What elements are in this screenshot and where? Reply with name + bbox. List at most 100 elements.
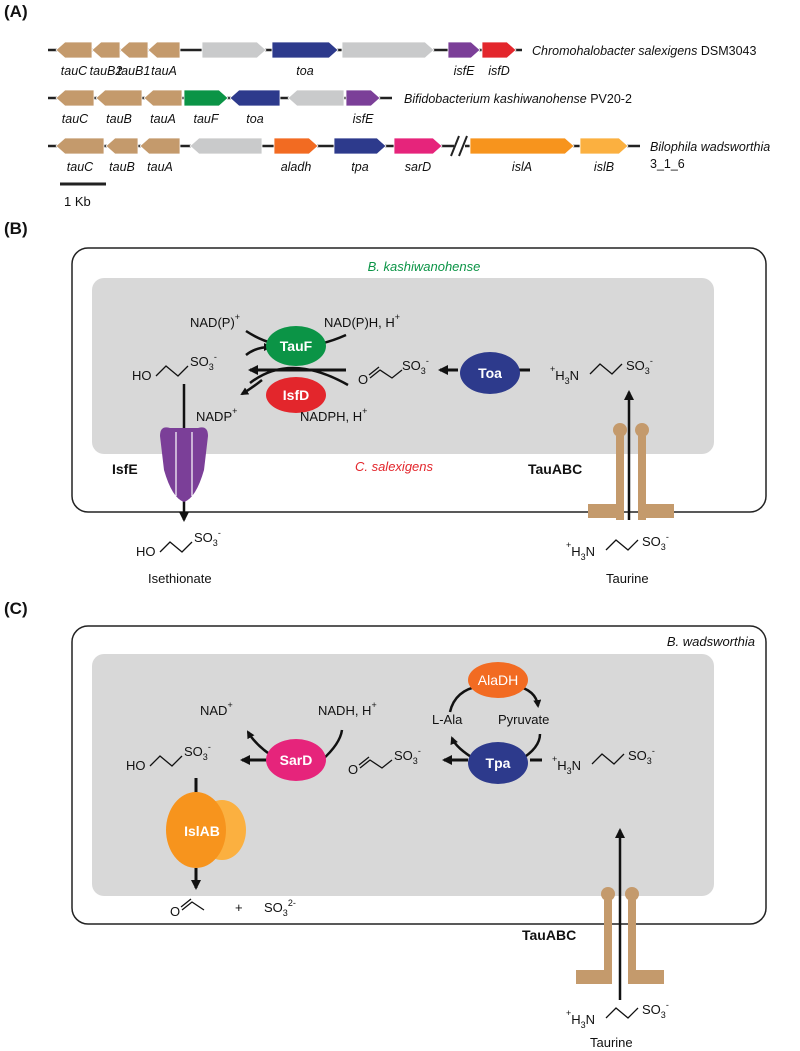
nadp-label: NADP+ [196,406,237,424]
acetaldehyde-molecule: O [170,898,205,919]
gene-label-islA: islA [512,160,532,174]
gene-arrow-aladh [273,137,319,155]
organism-c-salexigens-label: C. salexigens [355,459,434,474]
gene-arrow-hypothetical [189,137,263,155]
gene-label-tauA: tauA [150,112,176,126]
svg-text:O: O [170,904,180,919]
svg-text:SO3-: SO3- [394,746,421,766]
isfe-transporter-icon [160,427,208,502]
svg-text:+H3N: +H3N [550,364,579,386]
svg-text:SO3-: SO3- [628,746,655,766]
gene-arrow-tauF [183,89,229,107]
gene-arrow-tauB [95,89,143,107]
svg-text:SO3-: SO3- [184,742,211,762]
gene-arrow-tauB [105,137,139,155]
gene-arrow-islA [469,137,575,155]
gene-label-tauA: tauA [151,64,177,78]
gene-arrow-tauA [139,137,181,155]
nadh-label: NADH, H+ [318,700,377,718]
organism-b-wadsworthia-label: B. wadsworthia [667,634,755,649]
gene-arrow-toa [271,41,339,59]
sard-label: SarD [280,752,313,768]
svg-text:SO3-: SO3- [626,356,653,376]
svg-text:SO3-: SO3- [190,352,217,372]
gene-arrow-tauB2 [91,41,121,59]
scale-bar-label: 1 Kb [64,194,91,209]
gene-arrow-hypothetical [201,41,267,59]
gene-label-tauA: tauA [147,160,173,174]
plus-sign: + [235,900,243,915]
tauabc-transporter-b-icon [588,423,674,520]
nadph-label: NAD(P)H, H+ [324,312,400,330]
svg-text:SO3-: SO3- [642,532,669,552]
isethionate-label: Isethionate [148,571,212,586]
organism-b-kashiwanohense-label: B. kashiwanohense [368,259,481,274]
isfd-label: IsfD [283,387,309,403]
taurine-molecule-outside-c: +H3N SO3- [566,1000,669,1030]
organism-b-wadsworthia-strain: 3_1_6 [650,157,685,171]
nadph-h-label: NADPH, H+ [300,406,367,424]
organism-c-salexigens: Chromohalobacter salexigens DSM3043 [532,44,756,58]
taurine-molecule-outside-b: +H3N SO3- [566,532,669,562]
svg-text:O: O [358,372,368,387]
aladh-label: AlaDH [478,672,518,688]
gene-arrow-tauA [147,41,181,59]
gene-label-toa: toa [246,112,263,126]
gene-arrow-tauA [143,89,183,107]
gene-label-islB: islB [594,160,614,174]
gene-arrow-tauB1 [119,41,149,59]
l-ala-label: L-Ala [432,712,463,727]
gene-arrow-tpa [333,137,387,155]
cytoplasm [92,278,714,454]
islab-label: IslAB [184,823,220,839]
svg-text:HO: HO [126,758,146,773]
gene-label-tauC: tauC [61,64,88,78]
pyruvate-label: Pyruvate [498,712,549,727]
svg-text:HO: HO [136,544,156,559]
svg-text:O: O [348,762,358,777]
gene-label-tauB1: tauB1 [118,64,151,78]
gene-label-isfE: isfE [454,64,476,78]
toa-label: Toa [478,365,502,381]
panel-label-a: (A) [4,2,28,21]
gene-arrow-isfD [481,41,517,59]
gene-arrow-islB [579,137,629,155]
gene-label-tauB: tauB [109,160,135,174]
gene-label-toa: toa [296,64,313,78]
svg-text:SO3-: SO3- [642,1000,669,1020]
gene-arrow-isfE [447,41,481,59]
sard-enzyme [266,739,326,781]
isfd-cofactor-arc [249,366,349,387]
isethionate-molecule-outside: HO SO3- [136,528,221,559]
gene-label-tauF: tauF [193,112,219,126]
taurine-label-b: Taurine [606,571,649,586]
gene-label-isfE: isfE [353,112,375,126]
nad-label: NAD+ [200,700,233,718]
sulfite-label: SO32- [264,898,296,918]
taurine-label-c: Taurine [590,1035,633,1050]
isla-subunit [166,792,226,868]
sulfoacetaldehyde-molecule-c: O SO3- [348,746,421,777]
gene-arrow-isfE [345,89,381,107]
sulfoacetaldehyde-molecule: O SO3- [358,356,429,387]
tauabc-label-b: TauABC [528,461,582,477]
break-mark [450,135,460,157]
gene-arrow-hypothetical [287,89,345,107]
tauf-label: TauF [280,338,313,354]
gene-label-tauC: tauC [67,160,94,174]
isfe-label: IsfE [112,461,138,477]
isfd-arrow [240,379,263,396]
svg-text:SO3-: SO3- [194,528,221,548]
isethionate-molecule-c: HO SO3- [126,742,211,773]
gene-label-tpa: tpa [351,160,368,174]
svg-text:+H3N: +H3N [566,540,595,562]
gene-label-tauC: tauC [62,112,89,126]
break-mark [458,135,468,157]
panel-label-c: (C) [4,599,28,618]
gene-label-isfD: isfD [488,64,510,78]
aladh-enzyme [468,662,528,698]
isfd-enzyme [266,377,326,413]
gene-label-aladh: aladh [281,160,312,174]
